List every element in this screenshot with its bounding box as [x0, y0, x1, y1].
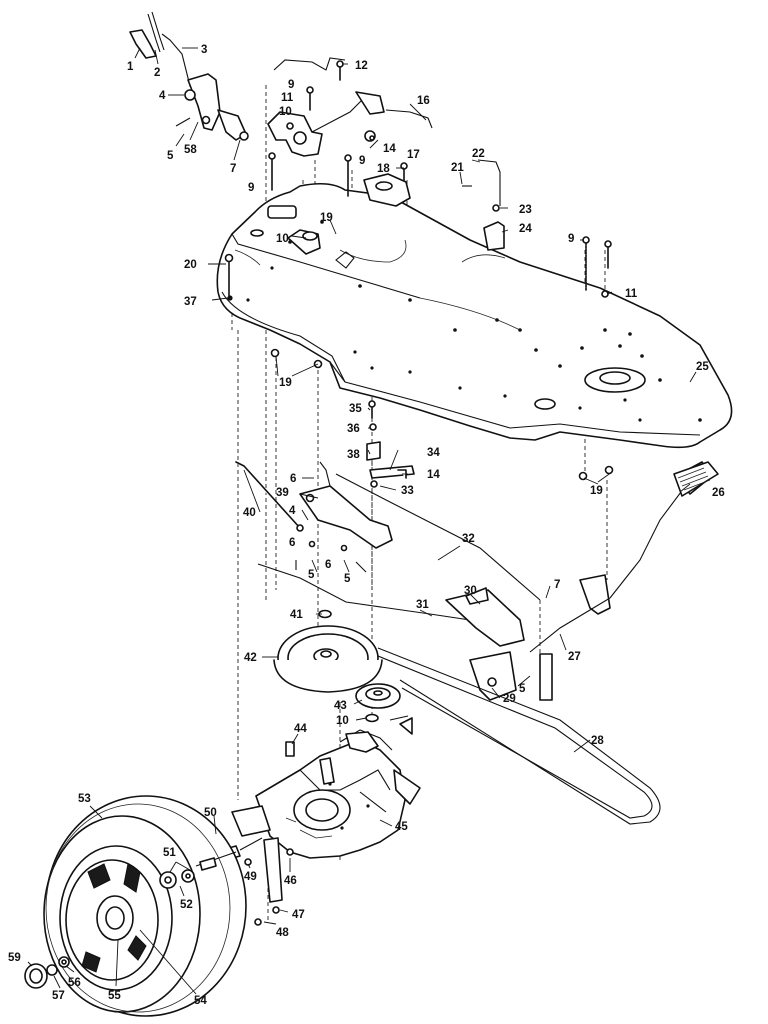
callout-48: 48: [276, 927, 289, 939]
callout-14: 14: [427, 469, 440, 481]
callout-26: 26: [712, 487, 725, 499]
callout-28: 28: [591, 735, 604, 747]
callout-9: 9: [288, 79, 294, 91]
callout-25: 25: [696, 361, 709, 373]
callout-50: 50: [204, 807, 217, 819]
callout-10: 10: [276, 233, 289, 245]
callout-6: 6: [289, 537, 295, 549]
callout-5: 5: [519, 683, 526, 695]
callout-6: 6: [290, 473, 296, 485]
callout-32: 32: [462, 533, 475, 545]
callout-39: 39: [276, 487, 289, 499]
callout-45: 45: [395, 821, 408, 833]
callout-47: 47: [292, 909, 305, 921]
callout-43: 43: [334, 700, 347, 712]
callout-59: 59: [8, 952, 21, 964]
callout-10: 10: [279, 106, 292, 118]
callout-49: 49: [244, 871, 257, 883]
callout-21: 21: [451, 162, 464, 174]
callout-3: 3: [201, 44, 207, 56]
callout-23: 23: [519, 204, 532, 216]
callout-17: 17: [407, 149, 420, 161]
belt-pulley: [273, 609, 661, 825]
callout-12: 12: [355, 60, 368, 72]
callout-40: 40: [243, 507, 256, 519]
callout-54: 54: [194, 995, 207, 1007]
callout-53: 53: [78, 793, 91, 805]
callout-52: 52: [180, 899, 193, 911]
callout-44: 44: [294, 723, 307, 735]
callout-27: 27: [568, 651, 581, 663]
callout-11: 11: [281, 92, 294, 104]
callout-1: 1: [127, 61, 134, 73]
callout-9: 9: [568, 233, 574, 245]
callout-56: 56: [68, 977, 81, 989]
callout-7: 7: [230, 163, 236, 175]
callout-34: 34: [427, 447, 440, 459]
callout-5: 5: [167, 150, 174, 162]
callout-6: 6: [325, 559, 331, 571]
callout-19: 19: [279, 377, 292, 389]
callout-10: 10: [336, 715, 349, 727]
leader-lines: [27, 47, 697, 995]
callout-16: 16: [417, 95, 430, 107]
callout-4: 4: [159, 90, 166, 102]
callout-57: 57: [52, 990, 65, 1002]
callout-30: 30: [464, 585, 477, 597]
callout-35: 35: [349, 403, 362, 415]
callout-36: 36: [347, 423, 360, 435]
callout-42: 42: [244, 652, 257, 664]
upper-linkage: [129, 11, 505, 269]
callout-20: 20: [184, 259, 197, 271]
callout-19: 19: [590, 485, 603, 497]
callout-18: 18: [377, 163, 390, 175]
callout-51: 51: [163, 847, 176, 859]
callout-37: 37: [184, 296, 197, 308]
callout-9: 9: [248, 182, 254, 194]
callout-22: 22: [472, 148, 485, 160]
callout-labels: 1 2 3 4 5 58 7 9 12 11 10 14 16 9 17 9 1…: [8, 44, 725, 1007]
callout-11: 11: [625, 288, 638, 300]
callout-33: 33: [401, 485, 414, 497]
callout-2: 2: [154, 67, 160, 79]
callout-5: 5: [308, 569, 315, 581]
callout-55: 55: [108, 990, 121, 1002]
wheel-tire: [24, 795, 247, 1017]
callout-46: 46: [284, 875, 297, 887]
callout-31: 31: [416, 599, 429, 611]
fasteners-upper: [224, 60, 614, 488]
callout-4: 4: [289, 505, 296, 517]
callout-7: 7: [554, 579, 560, 591]
callout-24: 24: [519, 223, 532, 235]
callout-14: 14: [383, 143, 396, 155]
transaxle: [213, 715, 421, 926]
callout-5: 5: [344, 573, 351, 585]
callout-38: 38: [347, 449, 360, 461]
callout-58: 58: [184, 144, 197, 156]
chassis-frame: [216, 182, 733, 449]
callout-9: 9: [359, 155, 365, 167]
callout-41: 41: [290, 609, 303, 621]
callout-19: 19: [320, 212, 333, 224]
callout-29: 29: [503, 693, 516, 705]
